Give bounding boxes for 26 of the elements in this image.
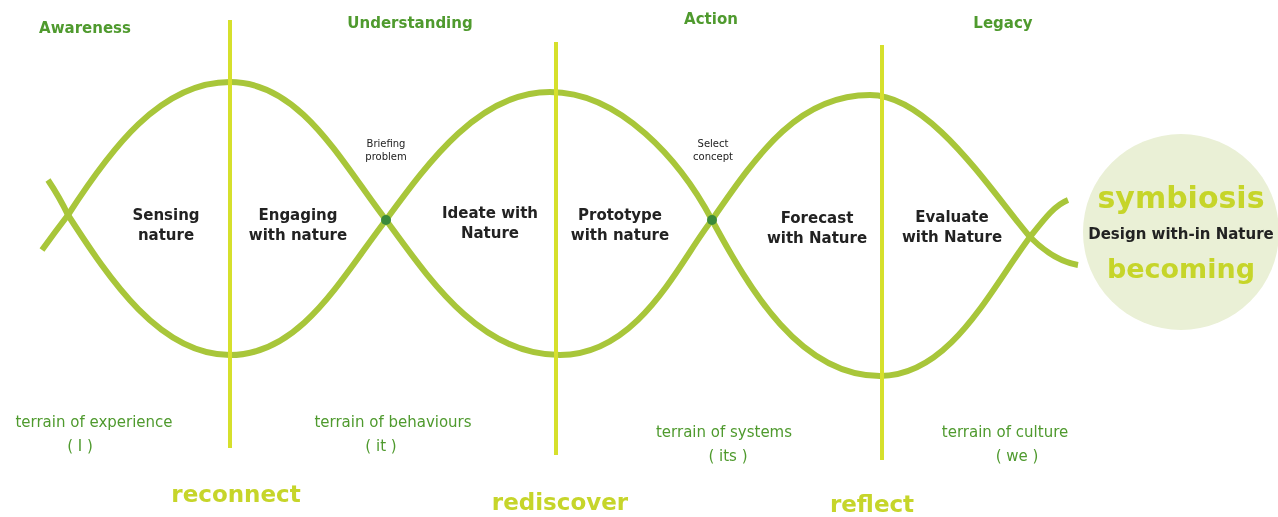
- milestone-label: Select concept: [692, 137, 734, 163]
- stage-label: Forecast with Nature: [765, 208, 869, 248]
- stage-label: Engaging with nature: [247, 205, 349, 245]
- terrain-note: ( I ): [67, 437, 93, 455]
- stage-label: Ideate with Nature: [441, 203, 539, 243]
- theme-word: reflect: [829, 491, 915, 517]
- terrain-note: ( it ): [365, 437, 397, 455]
- terrain-label: terrain of experience: [15, 413, 173, 431]
- terrain-label: terrain of systems: [655, 423, 793, 441]
- stage-label: Prototype with nature: [569, 205, 671, 245]
- terrain-label: terrain of culture: [941, 423, 1069, 441]
- becoming-text: becoming: [1106, 253, 1256, 284]
- node-text: Design with-in Nature: [1088, 225, 1274, 243]
- theme-word: reconnect: [171, 481, 301, 507]
- stage-label: Sensing nature: [131, 205, 201, 245]
- terrain-note: ( we ): [995, 447, 1039, 465]
- phase-heading: Action: [684, 10, 738, 28]
- theme-word: rediscover: [491, 489, 629, 515]
- terrain-label: terrain of behaviours: [314, 413, 472, 431]
- phase-heading: Awareness: [39, 19, 131, 37]
- phase-heading: Understanding: [347, 14, 473, 32]
- phase-heading: Legacy: [973, 14, 1033, 32]
- terrain-note: ( its ): [708, 447, 748, 465]
- symbiosis-text: symbiosis: [1097, 180, 1265, 215]
- stage-label: Evaluate with Nature: [900, 207, 1004, 247]
- milestone-label: Briefing problem: [364, 137, 408, 163]
